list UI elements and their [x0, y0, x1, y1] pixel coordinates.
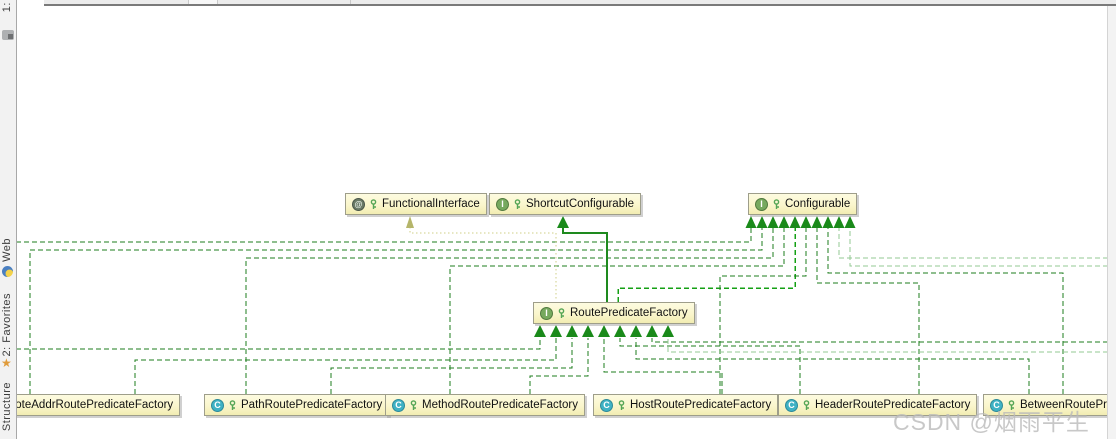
arrowhead-icon — [550, 325, 562, 337]
arrowhead-icon — [582, 325, 594, 337]
edge-header-to-route-predicate-factory — [619, 338, 801, 394]
topbar-separator — [350, 0, 351, 4]
class-icon: C — [990, 398, 1003, 412]
class-node-label: ShortcutConfigurable — [526, 198, 635, 210]
arrowhead-icon — [598, 325, 610, 337]
edge-method-to-configurable — [449, 224, 785, 394]
edge-between-to-route-predicate-factory — [635, 338, 1030, 394]
arrowhead-icon — [778, 216, 790, 228]
edge-route-predicate-factory-to-shortcut-configurable — [562, 228, 608, 302]
class-icon: C — [600, 398, 613, 412]
edge-remote-addr-to-route-predicate-factory — [134, 338, 557, 394]
edge-route-predicate-factory-to-functional-interface — [409, 223, 557, 300]
visibility-key-icon — [1008, 399, 1015, 410]
visibility-key-icon — [410, 399, 417, 410]
edge-host-to-route-predicate-factory — [603, 338, 723, 394]
toolwindow-tab-project[interactable]: 1: — [1, 2, 13, 13]
class-node-label: Configurable — [785, 198, 851, 210]
edge-offscreen-left-class-to-configurable — [16, 224, 752, 243]
class-node-method[interactable]: C MethodRoutePredicateFactory — [385, 394, 585, 416]
class-node-functional-interface[interactable]: @ FunctionalInterface — [345, 193, 487, 215]
edge-offscreen-right-class-1-to-route-predicate-factory — [651, 338, 1116, 343]
toolwindow-tab-web[interactable]: Web — [1, 238, 13, 262]
arrowhead-icon — [767, 216, 779, 228]
visibility-key-icon — [558, 307, 565, 318]
class-icon: C — [392, 398, 405, 412]
toolwindow-tab-structure[interactable]: Structure — [1, 382, 13, 432]
star-icon[interactable]: ★ — [1, 356, 12, 370]
visibility-key-icon — [370, 198, 377, 209]
interface-icon: I — [755, 197, 768, 211]
edge-offscreen-right-class-1-to-configurable — [838, 224, 1116, 259]
topbar-tab-fragment — [188, 0, 218, 4]
class-node-label: HeaderRoutePredicateFactory — [815, 399, 971, 411]
class-node-label: RoutePredicateFactory — [570, 307, 688, 319]
interface-icon: I — [496, 197, 509, 211]
class-node-shortcut-configurable[interactable]: I ShortcutConfigurable — [489, 193, 642, 215]
editor-top-border — [44, 0, 1116, 6]
arrowhead-icon — [822, 216, 834, 228]
visibility-key-icon — [514, 198, 521, 209]
visibility-key-icon — [803, 399, 810, 410]
vertical-scrollbar[interactable] — [1107, 6, 1116, 439]
visibility-key-icon — [773, 198, 780, 209]
visibility-key-icon — [229, 399, 236, 410]
class-node-remote-addr[interactable]: CRemoteAddrRoutePredicateFactory — [0, 394, 181, 416]
tool-window-stripe: 1: Web 2: Favorites ★ Structure — [0, 0, 17, 439]
arrowhead-icon — [745, 216, 757, 228]
arrowhead-icon — [756, 216, 768, 228]
class-node-label: PathRoutePredicateFactory — [241, 399, 383, 411]
edge-offscreen-left-class-to-route-predicate-factory — [16, 338, 541, 350]
edge-remote-addr-to-configurable — [29, 224, 763, 394]
class-node-configurable[interactable]: I Configurable — [748, 193, 858, 215]
arrowhead-icon — [557, 216, 569, 228]
edge-offscreen-right-class-2-to-configurable — [849, 224, 1116, 267]
arrowhead-icon — [566, 325, 578, 337]
toolwindow-tab-favorites[interactable]: 2: Favorites — [1, 293, 13, 357]
class-node-label: MethodRoutePredicateFactory — [422, 399, 578, 411]
arrowhead-icon — [534, 325, 546, 337]
arrowhead-icon — [833, 216, 845, 228]
arrowhead-icon — [789, 216, 801, 228]
arrowhead-icon — [811, 216, 823, 228]
interface-icon: I — [540, 306, 553, 320]
edge-path-to-configurable — [245, 224, 774, 394]
project-icon[interactable] — [2, 30, 14, 40]
edge-host-to-configurable — [719, 224, 807, 394]
class-node-host[interactable]: C HostRoutePredicateFactory — [593, 394, 779, 416]
class-node-label: BetweenRoutePredicateFactory — [1020, 399, 1116, 411]
edge-route-predicate-factory-to-configurable — [617, 224, 796, 302]
arrowhead-icon — [614, 325, 626, 337]
edge-header-to-configurable — [816, 224, 920, 394]
edge-method-to-route-predicate-factory — [529, 338, 589, 394]
class-icon: C — [211, 398, 224, 412]
class-node-label: HostRoutePredicateFactory — [630, 399, 772, 411]
class-node-label: FunctionalInterface — [382, 198, 480, 210]
class-node-path[interactable]: C PathRoutePredicateFactory — [204, 394, 390, 416]
class-node-label: RemoteAddrRoutePredicateFactory — [0, 399, 174, 411]
class-node-header[interactable]: C HeaderRoutePredicateFactory — [778, 394, 978, 416]
arrowhead-icon — [844, 216, 856, 228]
class-icon: C — [785, 398, 798, 412]
edge-offscreen-right-class-2-to-route-predicate-factory — [667, 338, 1116, 353]
edge-between-to-configurable — [827, 224, 1064, 394]
arrowhead-icon — [406, 216, 414, 228]
arrowhead-icon — [662, 325, 674, 337]
class-node-route-predicate-factory[interactable]: I RoutePredicateFactory — [533, 302, 695, 324]
annotation-icon: @ — [352, 197, 365, 211]
class-node-between[interactable]: C BetweenRoutePredicateFactory — [983, 394, 1116, 416]
edge-path-to-route-predicate-factory — [330, 338, 573, 394]
visibility-key-icon — [618, 399, 625, 410]
arrowhead-icon — [630, 325, 642, 337]
arrowhead-icon — [800, 216, 812, 228]
web-icon[interactable] — [2, 266, 13, 277]
arrowhead-icon — [646, 325, 658, 337]
